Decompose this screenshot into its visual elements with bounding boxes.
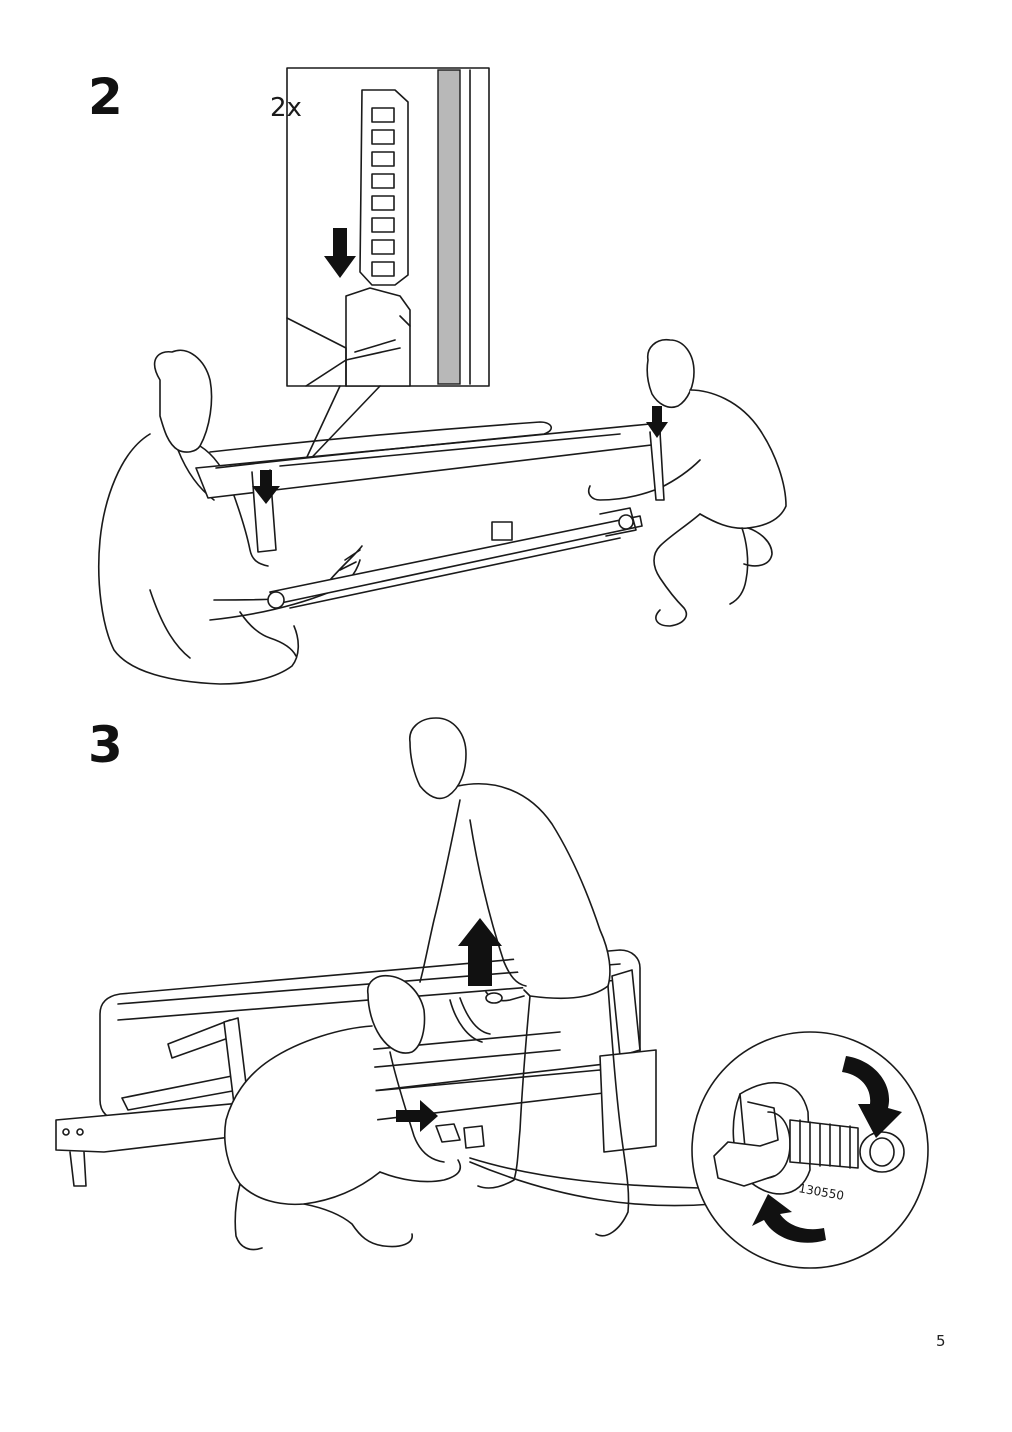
step-3-number: 3: [88, 716, 123, 774]
step-2-number: 2: [88, 68, 123, 126]
wing-bolt-small: [435, 1123, 485, 1149]
rotate-clockwise-icon: [842, 1056, 902, 1138]
step-2-illustration: 2x: [97, 67, 787, 685]
down-arrow-icon: [252, 470, 280, 504]
standing-person-figure: [409, 717, 630, 1237]
rotate-clockwise-icon: [752, 1194, 826, 1243]
crouching-person-figure: [223, 974, 462, 1251]
left-person-figure: [97, 349, 363, 685]
up-arrow-icon: [458, 918, 502, 986]
step-3-detail-callout: [691, 1031, 929, 1269]
bed-frame: [195, 421, 665, 609]
down-arrow-icon: [646, 406, 668, 438]
step-2-detail-callout: [286, 67, 490, 387]
page-number: 5: [936, 1332, 946, 1350]
right-arrow-icon: [396, 1100, 438, 1132]
down-arrow-icon: [324, 228, 356, 278]
step-3-illustration: 130550: [55, 717, 929, 1269]
right-person-figure: [587, 338, 787, 627]
strap-handle: [449, 992, 503, 1043]
step-2-quantity-label: 2x: [270, 93, 302, 123]
